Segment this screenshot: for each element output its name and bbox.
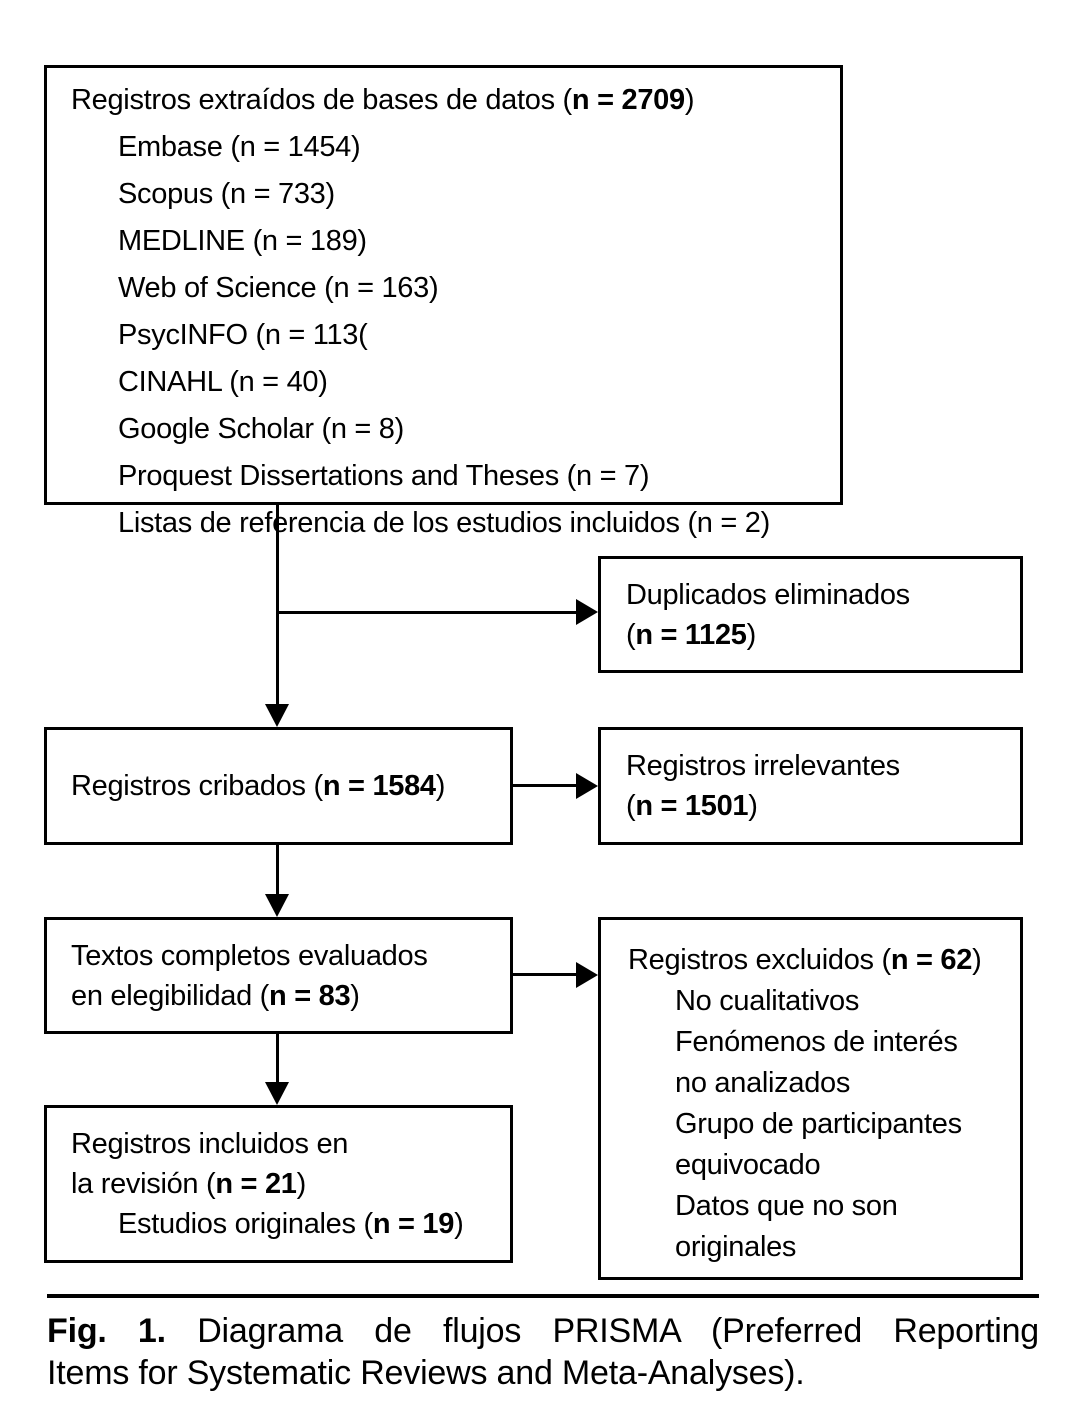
source-item-scopus: Scopus (n = 733) (118, 178, 335, 210)
box-irrelevant-line1: Registros irrelevantes (626, 750, 900, 782)
box-records-excluded: Registros excluidos (n = 62) No cualitat… (598, 917, 1023, 1280)
box-included-line1: Registros incluidos en (71, 1128, 349, 1160)
box-duplicates-removed: Duplicados eliminados (n = 1125) (598, 556, 1023, 673)
source-item-reference-lists: Listas de referencia de los estudios inc… (118, 507, 770, 539)
figure-caption-label: Fig. 1. (47, 1312, 166, 1350)
connector-screened-to-fulltext (276, 845, 279, 897)
source-item-embase: Embase (n = 1454) (118, 131, 361, 163)
arrowhead-right-duplicates-icon (576, 599, 598, 625)
box-records-screened: Registros cribados (n = 1584) (44, 727, 513, 845)
connector-branch-to-duplicates (276, 611, 579, 614)
box-duplicates-line1: Duplicados eliminados (626, 578, 910, 611)
box-irrelevant-records: Registros irrelevantes (n = 1501) (598, 727, 1023, 845)
box-fulltext-line1: Textos completos evaluados (71, 939, 428, 972)
caption-divider (47, 1294, 1039, 1298)
box-records-extracted: Registros extraídos de bases de datos (n… (44, 65, 843, 539)
source-item-proquest: Proquest Dissertations and Theses (n = 7… (118, 460, 650, 492)
box-excluded-title: Registros excluidos (n = 62) (628, 944, 982, 976)
excluded-reason-not-original-line1: Datos que no son (675, 1190, 898, 1222)
excluded-reason-not-qualitative: No cualitativos (675, 985, 860, 1017)
box-records-included: Registros incluidos en la revisión (n = … (44, 1105, 513, 1263)
connector-sources-to-screened (276, 505, 279, 706)
source-item-medline: MEDLINE (n = 189) (118, 225, 367, 257)
source-item-psycinfo: PsycINFO (n = 113( (118, 319, 368, 351)
figure-caption-line2: Items for Systematic Reviews and Meta-An… (47, 1354, 805, 1392)
connector-fulltext-to-included (276, 1034, 279, 1084)
arrowhead-down-screened-icon (265, 704, 289, 727)
box-duplicates-count: (n = 1125) (626, 618, 756, 651)
figure-caption-line1: Fig. 1. Diagrama de flujos PRISMA (Prefe… (47, 1312, 1039, 1350)
arrowhead-down-fulltext-icon (265, 894, 289, 917)
box-records-extracted-title: Registros extraídos de bases de datos (n… (71, 84, 695, 116)
source-item-web-of-science: Web of Science (n = 163) (118, 272, 439, 304)
arrowhead-down-included-icon (265, 1082, 289, 1105)
figure-caption: Fig. 1. Diagrama de flujos PRISMA (Prefe… (47, 1310, 1039, 1394)
excluded-reason-wrong-group-line1: Grupo de participantes (675, 1108, 962, 1140)
excluded-reason-phenomena-line1: Fenómenos de interés (675, 1026, 958, 1058)
excluded-reason-phenomena-line2: no analizados (675, 1067, 851, 1099)
source-item-google-scholar: Google Scholar (n = 8) (118, 413, 404, 445)
box-included-original-studies: Estudios originales (n = 19) (118, 1208, 464, 1240)
source-item-cinahl: CINAHL (n = 40) (118, 366, 328, 398)
connector-screened-to-irrelevant (510, 784, 578, 787)
box-fulltext-assessed: Textos completos evaluados en elegibilid… (44, 917, 513, 1034)
connector-fulltext-to-excluded (510, 973, 578, 976)
box-fulltext-line2: en elegibilidad (n = 83) (71, 979, 360, 1012)
excluded-reason-not-original-line2: originales (675, 1231, 797, 1263)
box-irrelevant-count: (n = 1501) (626, 790, 758, 822)
arrowhead-right-excluded-icon (576, 962, 598, 988)
excluded-reason-wrong-group-line2: equivocado (675, 1149, 821, 1181)
box-included-line2: la revisión (n = 21) (71, 1168, 306, 1200)
arrowhead-right-irrelevant-icon (576, 773, 598, 799)
box-records-screened-line: Registros cribados (n = 1584) (71, 770, 446, 802)
